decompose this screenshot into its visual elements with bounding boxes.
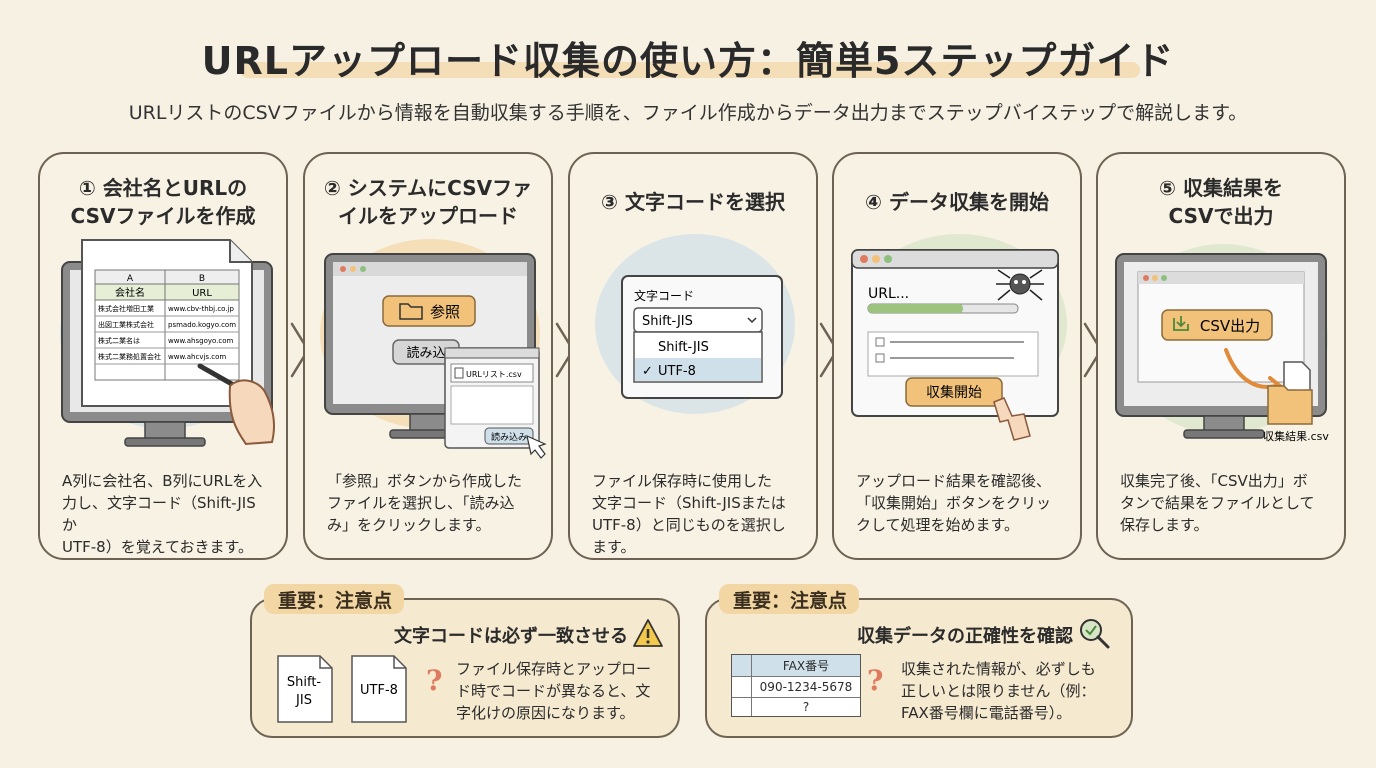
file-icon: [351, 655, 407, 723]
hand-cursor-icon: [993, 397, 1031, 441]
note-heading: 文字コードは必ず一致させる: [394, 626, 628, 647]
url-progress-label: URL...: [868, 286, 909, 302]
sheet-row-4-a: 株式二業務処置会社: [98, 352, 161, 361]
browse-button-label: 参照: [430, 303, 460, 321]
encoding-files: Shift- JIS UTF-8: [277, 655, 407, 723]
encoding-field-label: 文字コード: [634, 288, 694, 303]
note-text: ファイル保存時とアップロー ド時でコードが異なると、文 字化けの原因になります。: [456, 660, 652, 722]
sheet-col-b: B: [199, 274, 205, 284]
file-icon: [1283, 361, 1311, 393]
folder-icon: [399, 303, 423, 320]
file-shiftjis-line2: JIS: [295, 693, 312, 708]
csv-export-button[interactable]: [1161, 309, 1273, 341]
dialog-filename: URLリスト.csv: [466, 370, 522, 379]
fax-table: FAX番号 090-1234-5678 ?: [731, 654, 861, 717]
fax-unknown: ?: [802, 700, 810, 714]
step-title: ① 会社名とURLの CSVファイルを作成: [70, 176, 256, 228]
note-heading: 収集データの正確性を確認: [857, 626, 1073, 647]
sheet-header-a: 会社名: [115, 286, 145, 299]
step-5-illustration: CSV出力 収集結果.csv: [1115, 244, 1329, 443]
progress-bar-fill: [868, 304, 963, 313]
start-collect-button[interactable]: [905, 377, 1003, 407]
note-label: 重要：注意点: [278, 590, 393, 612]
note-label: 重要：注意点: [733, 590, 848, 612]
hand-cursor-icon: [526, 434, 547, 459]
step-title: ④ データ収集を開始: [865, 190, 1049, 214]
sheet-row-1-b: www.cbv-thbj.co.jp: [168, 305, 235, 313]
step-description: 収集完了後、「CSV出力」ボ タンで結果をファイルとして 保存します。: [1120, 472, 1315, 534]
fax-value: 090-1234-5678: [759, 680, 853, 694]
step-title: ⑤ 収集結果を CSVで出力: [1159, 176, 1283, 228]
step-description: A列に会社名、B列にURLを入 力し、文字コード（Shift-JISか UTF-…: [62, 472, 263, 556]
sheet-header-b: URL: [192, 288, 212, 299]
fax-header: FAX番号: [782, 659, 830, 673]
chevron-down-icon: [747, 317, 757, 324]
title-highlight: [240, 62, 1140, 78]
sheet-row-2-b: psmado.kogyo.com: [168, 321, 236, 329]
step-5-card: ⑤ 収集結果を CSVで出力 CSV出力 収集結果.csv 収集完了後、「CSV…: [1096, 152, 1346, 560]
step-title: ② システムにCSVファ イルをアップロード: [323, 176, 533, 228]
step-2-card: ② システムにCSVファ イルをアップロード 参照 読み込 URLリスト.csv…: [303, 152, 553, 560]
download-icon: [1173, 316, 1189, 331]
encoding-option-2[interactable]: UTF-8: [658, 364, 696, 379]
encoding-option-1[interactable]: Shift-JIS: [658, 340, 709, 355]
step-1-card: ① 会社名とURLの CSVファイルを作成 A B 会社名 URL 株式会社増田…: [38, 152, 288, 560]
note-text: 収集された情報が、必ずしも 正しいとは限りません（例： FAX番号欄に電話番号）…: [901, 660, 1096, 722]
step-4-illustration: URL... 収集開始: [851, 234, 1067, 441]
note-encoding: 重要：注意点 文字コードは必ず一致させる Shift- JIS UTF-8 ? …: [250, 584, 680, 738]
spider-icon: [996, 269, 1044, 301]
question-icon: ?: [867, 664, 884, 697]
start-collect-label: 収集開始: [926, 384, 982, 401]
output-filename: 収集結果.csv: [1263, 429, 1329, 443]
step-4-card: ④ データ収集を開始 URL... 収集開始 アップロード結果を確認後、 「収集…: [832, 152, 1082, 560]
step-title: ③ 文字コードを選択: [601, 190, 785, 214]
step-1-illustration: A B 会社名 URL 株式会社増田工業 www.cbv-thbj.co.jp …: [60, 239, 275, 447]
file-utf8: UTF-8: [360, 683, 398, 698]
csv-export-label: CSV出力: [1200, 317, 1260, 335]
step-description: アップロード結果を確認後、 「収集開始」ボタンをクリッ クして処理を始めます。: [856, 472, 1052, 534]
sheet-row-3-a: 株式二業名は: [98, 336, 140, 345]
load-button-label: 読み込: [406, 345, 445, 361]
sheet-row-1-a: 株式会社増田工業: [98, 304, 154, 313]
step-3-illustration: 文字コード Shift-JIS Shift-JIS ✓ UTF-8: [595, 234, 795, 414]
magnifier-icon: [1080, 619, 1110, 649]
step-description: 「参照」ボタンから作成した ファイルを選択し、「読み込 み」をクリックします。: [327, 472, 523, 534]
encoding-selected-value: Shift-JIS: [642, 314, 693, 329]
sheet-col-a: A: [127, 274, 134, 284]
sheet-row-3-b: www.ahsgoyo.com: [168, 337, 234, 345]
sheet-row-4-b: www.ahcvjs.com: [168, 353, 226, 361]
page-subtitle: URLリストのCSVファイルから情報を自動収集する手順を、ファイル作成からデータ…: [128, 102, 1248, 124]
file-icon: [277, 655, 333, 723]
step-2-illustration: 参照 読み込 URLリスト.csv 読み込み: [320, 239, 547, 459]
dialog-load-label: 読み込み: [491, 431, 527, 443]
warning-icon: [633, 619, 663, 647]
page-title: URLアップロード収集の使い方：簡単5ステップガイド: [201, 39, 1175, 83]
step-3-card: ③ 文字コードを選択 文字コード Shift-JIS Shift-JIS ✓ U…: [568, 152, 818, 560]
sheet-row-2-a: 出図工業株式会社: [98, 320, 154, 329]
file-shiftjis-line1: Shift-: [287, 675, 322, 690]
folder-icon: [1267, 385, 1313, 425]
step-description: ファイル保存時に使用した 文字コード（Shift-JISまたは UTF-8）と同…: [592, 472, 786, 556]
dialog-load-button[interactable]: [484, 427, 534, 445]
note-accuracy: 重要：注意点 収集データの正確性を確認 FAX番号 090-1234-5678 …: [705, 584, 1133, 738]
pen-icon: [197, 363, 275, 446]
file-icon: [454, 367, 464, 379]
check-icon: ✓: [642, 364, 653, 379]
question-icon: ?: [426, 664, 443, 697]
